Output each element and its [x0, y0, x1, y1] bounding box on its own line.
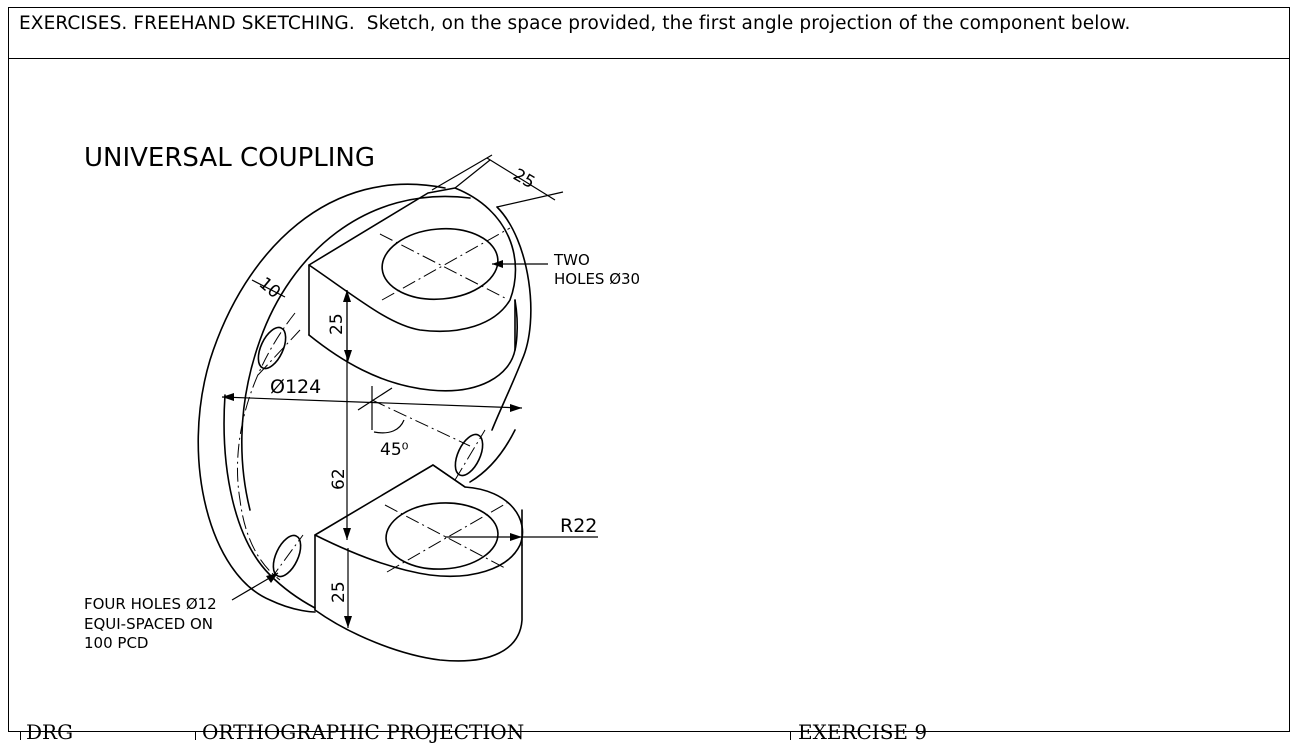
top-hole: [381, 227, 499, 301]
note-four-line3: 100 PCD: [84, 634, 148, 652]
worksheet-frame: EXERCISES. FREEHAND SKETCHING. Sketch, o…: [8, 7, 1290, 732]
arrow-62-top: [343, 290, 351, 302]
bottom-lug-top-face: [314, 464, 524, 578]
header-bar: EXERCISES. FREEHAND SKETCHING. Sketch, o…: [9, 8, 1289, 59]
figure-title: UNIVERSAL COUPLING: [84, 143, 375, 173]
dim-arc-45: [373, 419, 405, 434]
exercise-heading: EXERCISES. FREEHAND SKETCHING.: [19, 13, 355, 34]
arrow-upper-25-b: [344, 350, 352, 362]
dim-line-25-width: [454, 159, 491, 189]
dim-label-45: 45⁰: [380, 440, 409, 460]
header-instruction: EXERCISES. FREEHAND SKETCHING. Sketch, o…: [19, 13, 1130, 34]
title-block-subject: ORTHOGRAPHIC PROJECTION: [202, 720, 525, 744]
dim-label-25-width: 25: [510, 165, 539, 193]
top-hole-centerline-a: [381, 227, 511, 301]
instruction-text: Sketch, on the space provided, the first…: [366, 13, 1131, 34]
arrow-124-right: [510, 404, 522, 412]
dim-label-25-upper: 25: [327, 313, 347, 335]
flange-inner-edge: [241, 195, 471, 511]
hole2-centerline: [454, 429, 486, 481]
center-cross-a: [357, 387, 393, 411]
arrow-lower-25-b: [344, 616, 352, 628]
bottom-hole-centerline-a: [386, 502, 508, 573]
small-hole-1: [257, 326, 287, 370]
note-four-line2: EQUI-SPACED ON: [84, 615, 213, 633]
hole3-centerline: [269, 534, 304, 581]
dim-label-124: Ø124: [270, 376, 321, 398]
bottom-hole: [385, 502, 499, 570]
title-block-strip: DRG ORTHOGRAPHIC PROJECTION EXERCISE 9: [0, 720, 1296, 744]
dim-line-25-arrow: [486, 157, 556, 201]
small-hole-2: [454, 433, 484, 477]
top-lug-curve-side: [514, 299, 518, 351]
dim-label-62: 62: [329, 468, 349, 490]
arrow-two-holes: [492, 260, 503, 268]
flange-right-edge: [491, 206, 532, 431]
top-lug-front-bottom: [308, 299, 516, 392]
flange-right-lower: [469, 429, 516, 483]
title-block-divider: [195, 732, 196, 740]
arrow-62-bottom: [343, 528, 351, 540]
pcd-arc: [237, 312, 296, 581]
bottom-lug-front-bottom: [314, 544, 523, 662]
title-block-divider: [20, 732, 21, 740]
arrow-four-holes: [266, 573, 278, 583]
title-block-drg: DRG: [26, 720, 74, 744]
note-four-line1: FOUR HOLES Ø12: [84, 595, 217, 613]
note-holes-line1: TWO: [553, 251, 590, 269]
top-hole-centerline-b: [379, 233, 506, 299]
dim-ext-25-b: [496, 191, 564, 208]
dim-line-10: [251, 279, 286, 298]
hole1-centerline: [257, 329, 301, 376]
arrow-r22: [510, 533, 522, 541]
title-block-divider: [790, 732, 791, 740]
flange-outer-edge: [197, 183, 446, 613]
small-hole-3: [272, 534, 302, 578]
arrow-124-left: [222, 393, 234, 401]
dim-ext-25-a: [431, 154, 493, 191]
title-block-exercise: EXERCISE 9: [798, 720, 928, 744]
center-diagonal: [371, 399, 471, 447]
bottom-lug-top-left-edge: [432, 464, 466, 488]
flange-face-edge: [223, 394, 316, 609]
dim-label-r22: R22: [560, 515, 597, 537]
dim-label-25-lower: 25: [329, 581, 349, 603]
top-lug-top-face: [308, 187, 517, 333]
note-holes-line2: HOLES Ø30: [554, 270, 640, 288]
